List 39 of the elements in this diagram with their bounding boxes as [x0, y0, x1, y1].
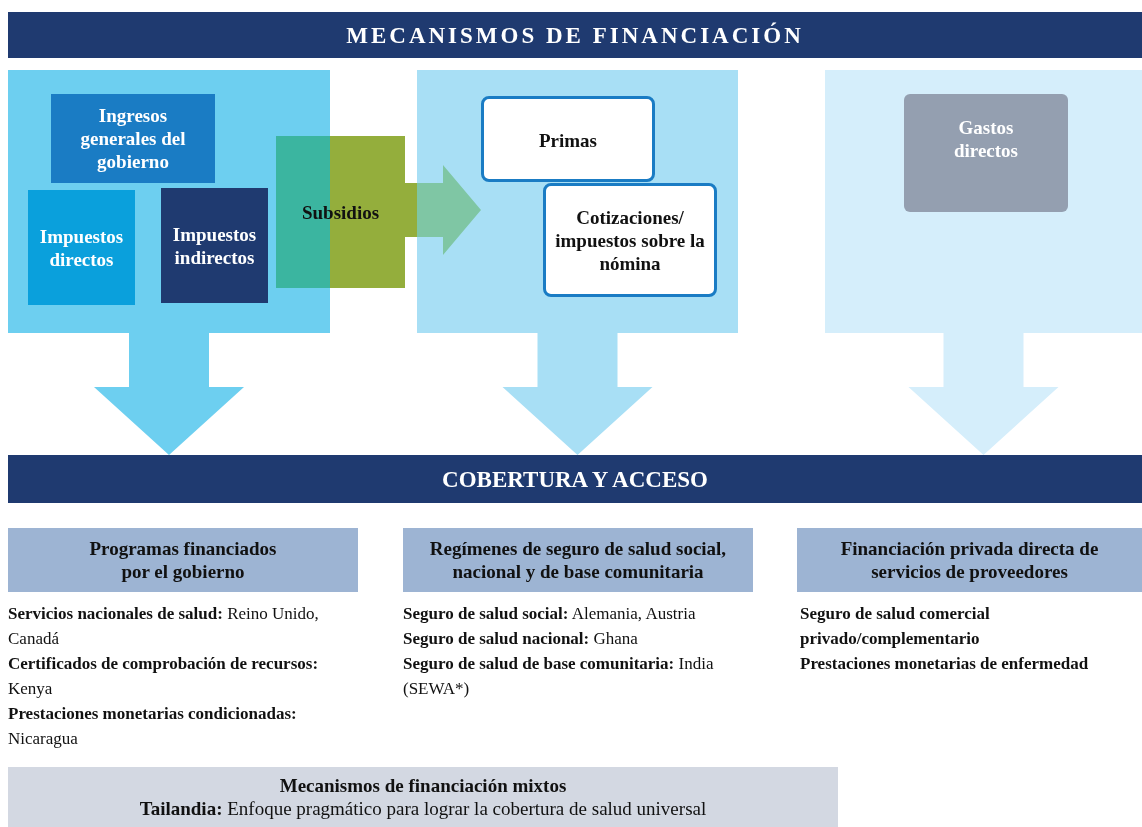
category-box [8, 767, 838, 827]
category-box [161, 188, 268, 303]
box-heading: Impuestos indirectos [171, 222, 258, 269]
category-box [543, 183, 717, 297]
category-box [51, 94, 215, 183]
list-item-text: Seguro de salud comercial privado/complementario [800, 603, 991, 650]
list-item-text: Servicios nacionales de salud: Reino Unido, Canadá [8, 603, 320, 650]
block-arrow [908, 333, 1059, 455]
box-heading: Primas [538, 129, 597, 152]
list-item-text: Prestaciones monetarias condicionadas: Nicaragua [8, 703, 298, 750]
list-item-text: Seguro de salud de base comunitaria: India (SEWA*) [403, 653, 715, 700]
box-heading: Financiación privada directa de servicios de proveedores [839, 537, 1100, 583]
list-item-text: Seguro de salud social: Alemania, Austria [403, 603, 697, 625]
box-heading: Cotizaciones/ impuestos sobre la nómina [554, 205, 706, 275]
category-box [8, 528, 358, 592]
category-box [28, 190, 135, 305]
section-banner [8, 455, 1142, 503]
box-heading: Programas financiados por el gobierno [88, 537, 278, 583]
list-item-text: Certificados de comprobación de recursos: Kenya [8, 653, 320, 700]
box-panel [825, 70, 1142, 333]
section-banner [8, 12, 1142, 58]
category-box [797, 528, 1142, 592]
box-heading: Mecanismos de financiación mixtos [279, 774, 567, 797]
category-box [904, 94, 1068, 212]
list-item-text: Seguro de salud nacional: Ghana [403, 628, 639, 650]
box-heading: COBERTURA Y ACCESO [442, 467, 708, 491]
box-heading: MECANISMOS DE FINANCIACIÓN [346, 23, 804, 47]
box-heading: Gastos directos [953, 116, 1019, 162]
block-arrow [502, 333, 653, 455]
box-heading: Regímenes de seguro de salud social, nacional y de base comunitaria [428, 537, 728, 583]
box-heading: Ingresos generales del gobierno [79, 104, 187, 173]
category-box [403, 528, 753, 592]
category-box [481, 96, 655, 182]
box-heading: Impuestos directos [38, 224, 125, 271]
box-text: Tailandia: Enfoque pragmático para lograr la cobertura de salud universal [139, 797, 707, 820]
list-item-text: Prestaciones monetarias de enfermedad [800, 653, 1090, 675]
block-arrow [405, 165, 481, 255]
block-arrow [94, 333, 244, 455]
box-panel [417, 70, 738, 333]
